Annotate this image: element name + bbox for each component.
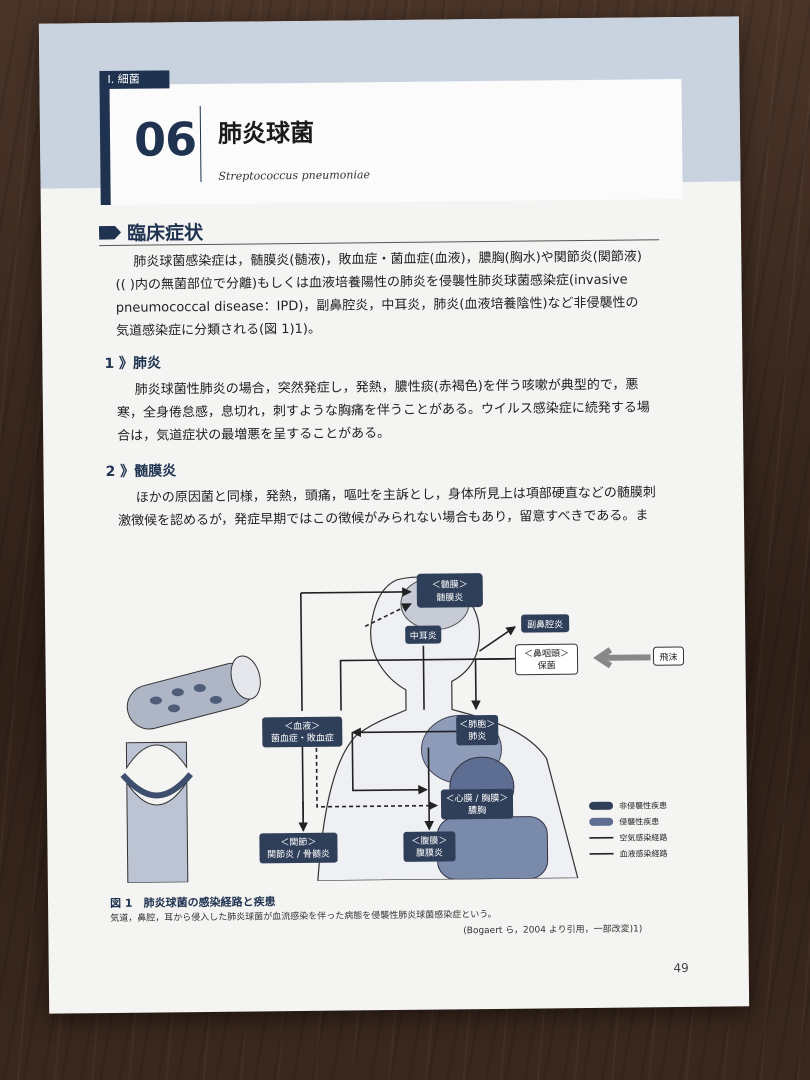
box-joint-label: ＜関節＞ bbox=[280, 836, 316, 848]
box-sinusitis-text: 副鼻腔炎 bbox=[527, 618, 563, 630]
page-number: 49 bbox=[673, 960, 689, 976]
box-nasopharynx-label: ＜鼻咽頭＞ bbox=[524, 647, 569, 659]
pneumonia-paragraph: 肺炎球菌性肺炎の場合，突然発症し，発熱，膿性痰(赤褐色)を伴う咳嗽が典型的で，悪… bbox=[117, 373, 651, 447]
figure-source: (Bogaert ら，2004 より引用，一部改変)1) bbox=[463, 924, 643, 937]
intro-line: 気道感染症に分類される(図 1)1)。 bbox=[115, 321, 322, 339]
figure-legend: 非侵襲性疾患 侵襲性疾患 空気感染経路 血液感染経路 bbox=[589, 800, 668, 859]
legend-swatch-noninvasive bbox=[589, 801, 614, 810]
box-otitis-text: 中耳炎 bbox=[410, 630, 437, 642]
box-joint: ＜関節＞ 関節炎 / 骨髄炎 bbox=[259, 832, 338, 864]
chapter-number: 06 bbox=[133, 112, 197, 167]
blood-vessel-illustration bbox=[126, 655, 261, 730]
box-otitis: 中耳炎 bbox=[405, 625, 442, 644]
infection-route-figure: ＜髄膜＞ 髄膜炎 中耳炎 副鼻腔炎 ＜鼻咽頭＞ 保菌 飛沫 ＜血液＞ 菌血症・敗… bbox=[120, 573, 685, 884]
box-meninges: ＜髄膜＞ 髄膜炎 bbox=[416, 573, 483, 608]
figure-caption: 図 1 肺炎球菌の感染経路と疾患 bbox=[109, 895, 276, 910]
box-blood-label: ＜血液＞ bbox=[284, 720, 320, 732]
chapter-subtitle: Streptococcus pneumoniae bbox=[218, 168, 371, 183]
box-nasopharynx-text: 保菌 bbox=[538, 659, 556, 671]
subheading-meningitis: 2 》髄膜炎 bbox=[105, 463, 177, 481]
subheading-pneumonia: 1 》肺炎 bbox=[104, 355, 162, 373]
box-blood: ＜血液＞ 菌血症・敗血症 bbox=[262, 716, 343, 748]
box-droplet-text: 飛沫 bbox=[659, 651, 677, 663]
box-pleura: ＜心膜 / 胸膜＞ 膿胸 bbox=[440, 788, 514, 820]
joint-illustration bbox=[120, 741, 193, 884]
box-peritoneum-label: ＜腹膜＞ bbox=[411, 834, 447, 846]
box-droplet: 飛沫 bbox=[652, 646, 685, 666]
legend-noninvasive: 非侵襲性疾患 bbox=[619, 800, 667, 811]
paragraph-line: 合は，気道症状の最増悪を呈することがある。 bbox=[117, 426, 391, 444]
box-lung: ＜肺胞＞ 肺炎 bbox=[456, 714, 499, 746]
box-lung-label: ＜肺胞＞ bbox=[459, 718, 495, 730]
chapter-title: 肺炎球菌 bbox=[217, 118, 315, 148]
meningitis-paragraph: ほかの原因菌と同様，発熱，頭痛，嘔吐を主訴とし，身体所見上は項部硬直などの髄膜刺… bbox=[118, 481, 656, 532]
box-peritoneum: ＜腹膜＞ 腹膜炎 bbox=[403, 831, 456, 862]
section-tag: I. 細菌 bbox=[99, 70, 170, 90]
box-sinusitis: 副鼻腔炎 bbox=[521, 614, 570, 633]
droplet-arrow bbox=[593, 647, 651, 669]
intro-paragraph: 肺炎球菌感染症は，髄膜炎(髄液)，敗血症・菌血症(血液)，膿胸(胸水)や関節炎(… bbox=[116, 245, 643, 342]
figure-note: 気道，鼻腔，耳から侵入した肺炎球菌が血流感染を伴った病態を侵襲性肺炎球菌感染症と… bbox=[110, 909, 497, 924]
legend-swatch-invasive bbox=[589, 817, 614, 826]
section-heading-text: 臨床症状 bbox=[126, 221, 204, 245]
box-peritoneum-text: 腹膜炎 bbox=[416, 847, 443, 859]
book-page: I. 細菌 06 肺炎球菌 Streptococcus pneumoniae 臨… bbox=[38, 16, 750, 1014]
box-meninges-label: ＜髄膜＞ bbox=[432, 578, 468, 590]
box-joint-text: 関節炎 / 骨髄炎 bbox=[267, 848, 330, 861]
legend-invasive: 侵襲性疾患 bbox=[619, 816, 659, 826]
legend-blood-route: 血液感染経路 bbox=[620, 848, 668, 859]
legend-air-route: 空気感染経路 bbox=[619, 832, 667, 843]
box-meninges-text: 髄膜炎 bbox=[436, 591, 463, 603]
paragraph-line: 激徴候を認めるが，発症早期ではこの徴候がみられない場合もあり，留意すべきである。… bbox=[117, 508, 649, 529]
box-blood-text: 菌血症・敗血症 bbox=[271, 732, 334, 745]
heading-arrow-icon bbox=[99, 225, 121, 239]
box-lung-text: 肺炎 bbox=[468, 731, 486, 742]
box-nasopharynx: ＜鼻咽頭＞ 保菌 bbox=[514, 643, 579, 676]
box-pleura-label: ＜心膜 / 胸膜＞ bbox=[446, 792, 509, 805]
section-heading: 臨床症状 bbox=[99, 218, 203, 246]
route-arrows bbox=[298, 587, 578, 832]
box-pleura-text: 膿胸 bbox=[468, 804, 486, 816]
section-bar bbox=[99, 86, 111, 206]
